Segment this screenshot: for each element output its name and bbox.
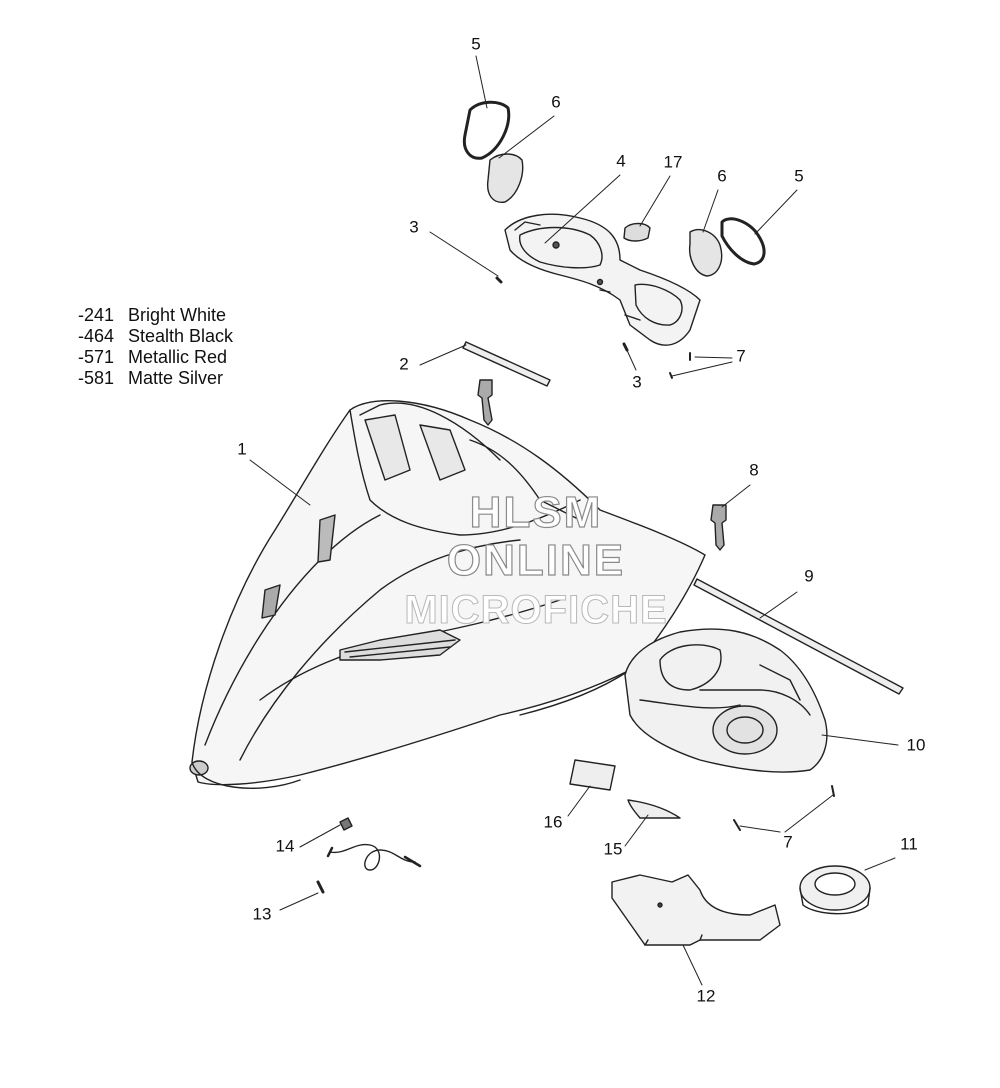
callout-6-right: 6: [717, 166, 726, 185]
legend-label: Matte Silver: [128, 368, 224, 388]
part-12-shield: [611, 874, 781, 946]
callout-13: 15: [604, 839, 623, 858]
part-11-grommet: [799, 865, 871, 915]
callout-17: 17: [664, 152, 683, 171]
callout-14: 16: [544, 812, 563, 831]
callout-8: 8: [749, 460, 758, 479]
callout-5-top: 5: [471, 34, 480, 53]
legend-code: -571: [78, 347, 115, 367]
callout-12: 12: [697, 986, 716, 1005]
part-1-hood: [189, 399, 706, 789]
callout-3-left: 3: [409, 217, 418, 236]
watermark-line-2: ONLINE: [446, 535, 626, 585]
legend-row: -464 Stealth Black: [78, 326, 233, 347]
callout-7-top: 7: [736, 346, 745, 365]
watermark-line-3: MICROFICHE: [404, 588, 668, 633]
callout-11: 11: [900, 834, 918, 853]
callout-7-bottom: 7: [783, 832, 792, 851]
legend-code: -581: [78, 368, 115, 388]
part-2-strip: [462, 341, 551, 387]
callout-2: 2: [399, 354, 408, 373]
leader-lines: [249, 55, 899, 986]
legend-row: -581 Matte Silver: [78, 368, 233, 389]
part-6-lens: [486, 153, 723, 277]
part-8-clip: [477, 379, 727, 551]
legend-code: -241: [78, 305, 115, 325]
legend-row: -571 Metallic Red: [78, 347, 233, 368]
part-15-16-harness: [316, 817, 422, 894]
legend-label: Bright White: [128, 305, 227, 325]
decals: [569, 759, 681, 819]
callout-10: 10: [907, 735, 926, 754]
callout-15: 13: [253, 904, 272, 923]
part-5-bezel: [462, 100, 766, 266]
part-10-panel: [624, 628, 828, 773]
watermark-line-1: HLSM: [469, 487, 603, 537]
part-17-cap: [623, 222, 651, 242]
part-9-strip: [693, 578, 904, 695]
callout-5-right: 5: [794, 166, 803, 185]
legend-label: Metallic Red: [128, 347, 228, 367]
callout-16: 14: [276, 836, 295, 855]
callout-4: 4: [616, 151, 625, 170]
callout-3-bottom: 3: [632, 372, 641, 391]
legend-label: Stealth Black: [128, 326, 234, 346]
legend-code: -464: [78, 326, 115, 346]
callout-6-top: 6: [551, 92, 560, 111]
legend-row: -241 Bright White: [78, 305, 233, 326]
part-4-housing: [504, 213, 701, 346]
callout-9: 9: [804, 566, 813, 585]
callout-1: 1: [237, 439, 246, 458]
